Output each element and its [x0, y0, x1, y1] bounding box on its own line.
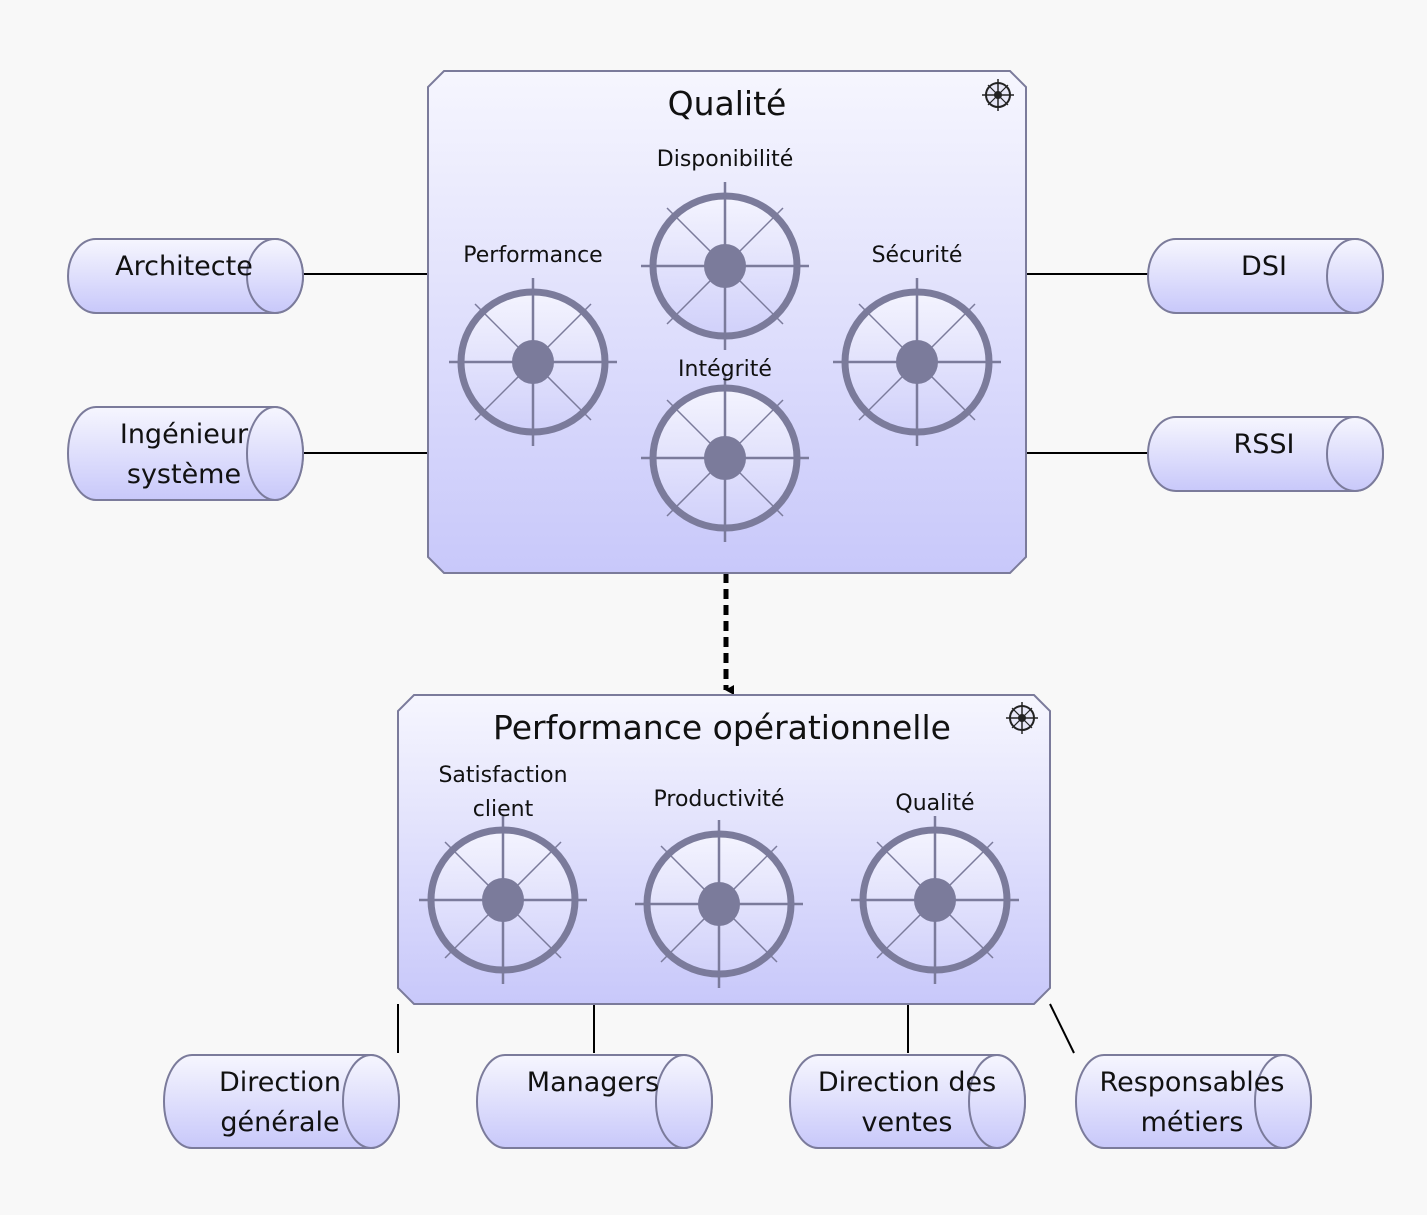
cylinder-shape — [163, 1054, 400, 1149]
wheel-hub — [914, 878, 956, 922]
wheel-hub — [698, 882, 740, 926]
mini-hub — [1018, 714, 1026, 722]
wheel-icon — [635, 820, 803, 988]
wheel-icon — [833, 278, 1001, 446]
connector-responsables-metiers[interactable] — [1049, 1003, 1075, 1054]
stakeholder-rssi[interactable]: RSSI — [1147, 416, 1384, 492]
cylinder-shape — [67, 406, 304, 501]
goal-title: Performance opérationnelle — [493, 708, 951, 747]
connectors-layer — [303, 273, 1148, 1054]
driver-label: Sécurité — [872, 243, 963, 268]
driver-icon — [1006, 702, 1038, 734]
stakeholder-label: DSI — [1241, 251, 1287, 282]
wheel-icon — [641, 374, 809, 542]
driver-label: Disponibilité — [657, 147, 793, 172]
stakeholder-label: Architecte — [115, 251, 253, 282]
driver-securite[interactable]: Sécurité — [833, 243, 1001, 446]
cylinder-shape — [476, 1054, 713, 1149]
driver-qualite[interactable]: Qualité — [851, 791, 1019, 984]
cylinder-end-cap — [1326, 238, 1384, 314]
wheel-hub — [704, 436, 746, 480]
driver-label: Performance — [463, 243, 602, 268]
cylinder-shape — [789, 1054, 1026, 1149]
wheel-hub — [512, 340, 554, 384]
driver-icon — [982, 79, 1014, 111]
stakeholder-label: RSSI — [1233, 429, 1294, 460]
driver-disponibilite[interactable]: Disponibilité — [641, 147, 809, 350]
cylinder-shape — [1075, 1054, 1312, 1149]
driver-label: Productivité — [654, 787, 785, 812]
wheel-hub — [482, 878, 524, 922]
cylinder-end-cap — [1326, 416, 1384, 492]
cylinder-end-cap — [968, 1054, 1026, 1149]
stakeholder-managers[interactable]: Managers — [476, 1054, 713, 1149]
wheel-icon — [419, 816, 587, 984]
cylinder-shape — [1147, 238, 1384, 314]
wheel-icon — [851, 816, 1019, 984]
wheel-icon — [449, 278, 617, 446]
cylinder-end-cap — [246, 238, 304, 314]
cylinder-end-cap — [342, 1054, 400, 1149]
driver-label: Qualité — [895, 791, 974, 816]
stakeholder-label: Managers — [527, 1067, 659, 1098]
wheel-hub — [704, 244, 746, 288]
wheel-hub — [896, 340, 938, 384]
stakeholder-dsi[interactable]: DSI — [1147, 238, 1384, 314]
cylinder-end-cap — [655, 1054, 713, 1149]
driver-label: Intégrité — [678, 357, 772, 382]
driver-performance[interactable]: Performance — [449, 243, 617, 446]
goal-title: Qualité — [668, 84, 787, 123]
wheel-icon — [641, 182, 809, 350]
driver-productivite[interactable]: Productivité — [635, 787, 803, 988]
cylinder-shape — [67, 238, 304, 314]
drivers-layer: Disponibilité Performance Sécurité Intég… — [419, 147, 1019, 988]
stakeholder-architecte[interactable]: Architecte — [67, 238, 304, 314]
mini-hub — [994, 91, 1002, 99]
cylinder-end-cap — [1254, 1054, 1312, 1149]
driver-integrite[interactable]: Intégrité — [641, 357, 809, 542]
cylinder-end-cap — [246, 406, 304, 501]
cylinder-shape — [1147, 416, 1384, 492]
